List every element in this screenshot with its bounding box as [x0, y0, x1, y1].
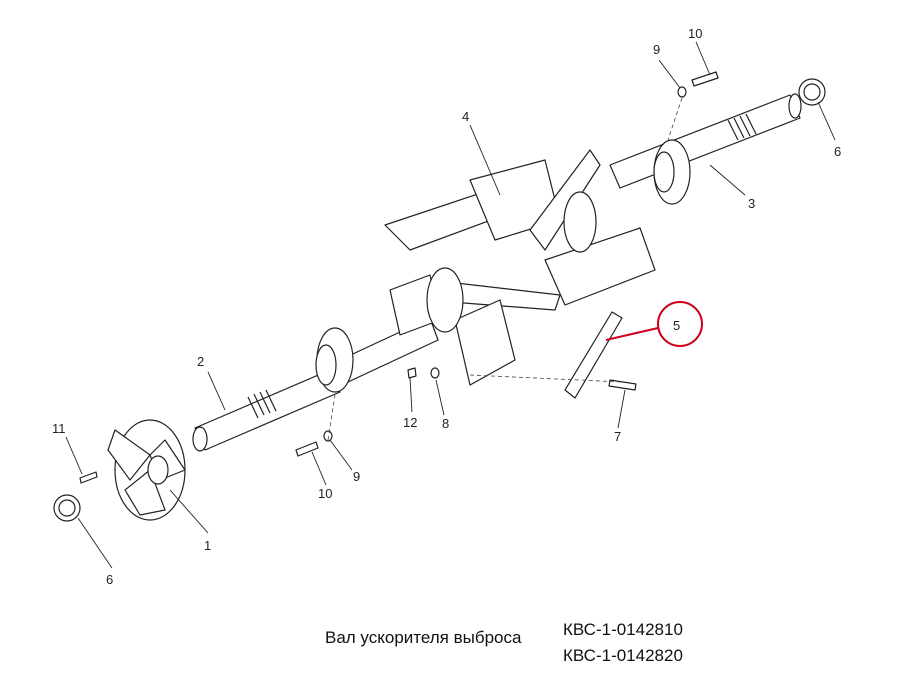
leader-lines	[65, 41, 836, 569]
washer-lower	[323, 430, 333, 442]
flange-lower	[315, 327, 354, 393]
caption-code-2: КВС-1-0142820	[563, 646, 683, 665]
highlight-circle	[657, 301, 703, 347]
bushing-left	[53, 494, 81, 522]
callout-7: 7	[614, 429, 621, 444]
bushing-right	[798, 78, 826, 106]
flange-upper	[653, 139, 691, 205]
bolt-upper	[691, 71, 719, 87]
callout-5: 5	[673, 318, 680, 333]
callout-12: 12	[403, 415, 417, 430]
callout-8: 8	[442, 416, 449, 431]
bolt-blade	[608, 379, 637, 391]
assembly-lines	[327, 97, 683, 441]
highlight-leader	[605, 327, 659, 341]
callout-10-upper: 10	[688, 26, 702, 41]
screw-impeller	[79, 471, 98, 484]
callout-9-upper: 9	[653, 42, 660, 57]
rotor-assembly	[384, 149, 656, 386]
caption-code-1: КВС-1-0142810	[563, 620, 683, 639]
shaft-left	[192, 317, 439, 452]
bolt-lower	[295, 441, 319, 457]
impeller	[107, 419, 186, 521]
blade-plate	[564, 311, 623, 399]
callout-11: 11	[52, 421, 66, 436]
washer-upper	[677, 86, 687, 98]
callout-2: 2	[197, 354, 204, 369]
shaft-right	[609, 93, 802, 189]
callout-6-left: 6	[106, 572, 113, 587]
callout-10-lower: 10	[318, 486, 332, 501]
callout-9-lower: 9	[353, 469, 360, 484]
callout-3: 3	[748, 196, 755, 211]
callout-4: 4	[462, 109, 469, 124]
washer-small	[430, 367, 440, 379]
caption-title: Вал ускорителя выброса	[325, 628, 522, 647]
callout-1: 1	[204, 538, 211, 553]
callout-6-right: 6	[834, 144, 841, 159]
nut	[407, 367, 417, 379]
